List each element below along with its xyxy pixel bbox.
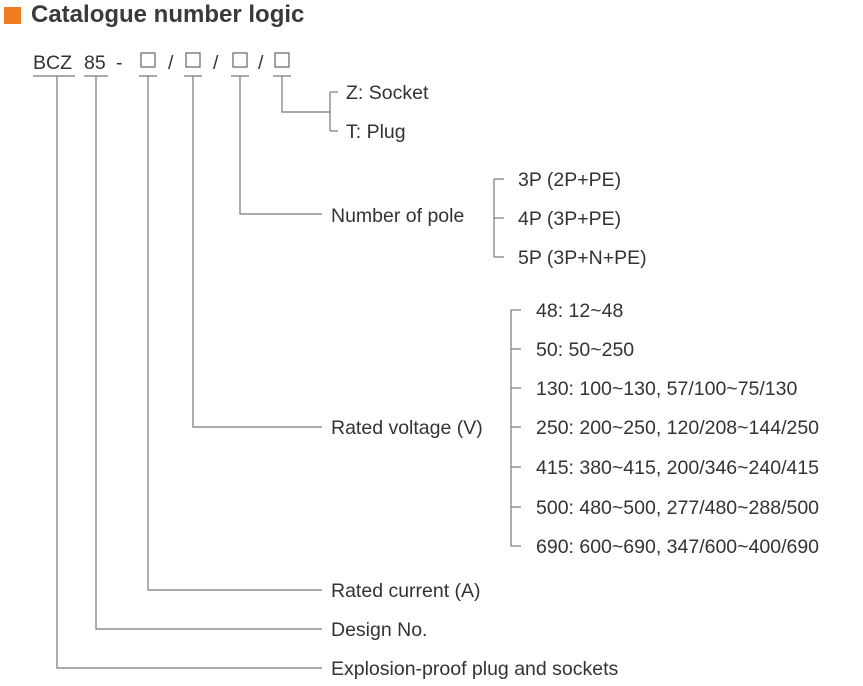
page-title: Catalogue number logic bbox=[31, 1, 305, 28]
socket-type-option: Z: Socket bbox=[346, 82, 429, 104]
pole-option: 4P (3P+PE) bbox=[518, 208, 621, 230]
header-accent-square bbox=[4, 6, 21, 24]
voltage-option: 50: 50~250 bbox=[536, 339, 634, 361]
current-placeholder-box bbox=[140, 52, 156, 68]
pole-option: 3P (2P+PE) bbox=[518, 169, 621, 191]
code-dash: - bbox=[116, 52, 123, 74]
design-no-label: Design No. bbox=[331, 619, 427, 641]
pole-placeholder-box bbox=[232, 52, 248, 68]
pole-connector bbox=[239, 76, 504, 258]
catalogue-code: BCZ 85 - / / / bbox=[33, 52, 290, 74]
voltage-option: 415: 380~415, 200/346~240/415 bbox=[536, 457, 819, 479]
current-label: Rated current (A) bbox=[331, 580, 481, 602]
product-label: Explosion-proof plug and sockets bbox=[331, 658, 619, 680]
voltage-option: 48: 12~48 bbox=[536, 300, 623, 322]
socket-type-option: T: Plug bbox=[346, 121, 406, 143]
voltage-option: 500: 480~500, 277/480~288/500 bbox=[536, 497, 819, 519]
design-no-connector bbox=[95, 76, 322, 630]
code-prefix: BCZ bbox=[33, 52, 72, 74]
code-design-number: 85 bbox=[84, 52, 106, 74]
pole-option: 5P (3P+N+PE) bbox=[518, 247, 647, 269]
voltage-placeholder-box bbox=[185, 52, 201, 68]
socket-type-connector bbox=[281, 76, 338, 132]
voltage-option: 690: 600~690, 347/600~400/690 bbox=[536, 536, 819, 558]
code-slash-1: / bbox=[168, 52, 174, 74]
voltage-connector bbox=[192, 76, 521, 547]
pole-label: Number of pole bbox=[331, 205, 464, 227]
code-slash-3: / bbox=[258, 52, 264, 74]
product-connector bbox=[56, 76, 322, 669]
code-slash-2: / bbox=[213, 52, 219, 74]
voltage-option: 130: 100~130, 57/100~75/130 bbox=[536, 378, 797, 400]
current-connector bbox=[147, 76, 322, 591]
voltage-option: 250: 200~250, 120/208~144/250 bbox=[536, 417, 819, 439]
header: Catalogue number logic bbox=[4, 0, 304, 30]
voltage-label: Rated voltage (V) bbox=[331, 417, 483, 439]
type-placeholder-box bbox=[274, 52, 290, 68]
